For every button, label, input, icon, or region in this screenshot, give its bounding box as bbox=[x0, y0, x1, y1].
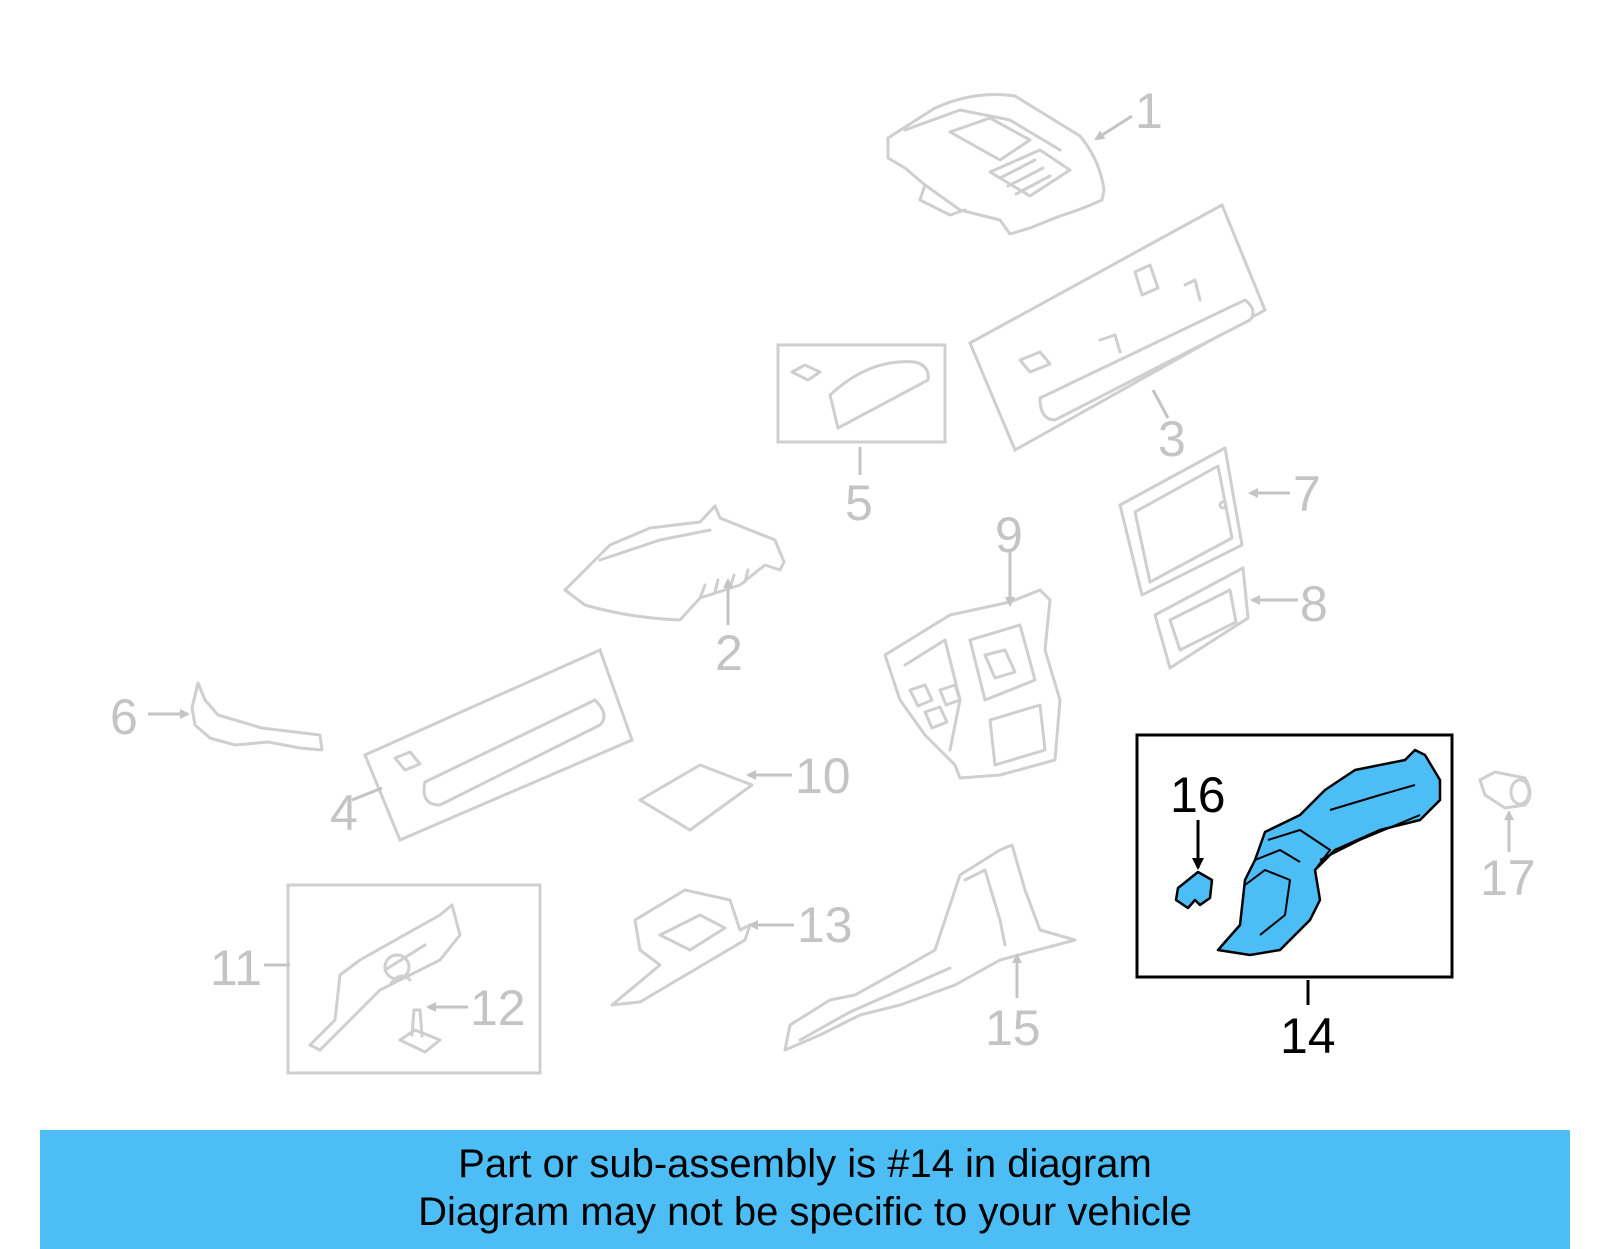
parts-diagram: 1 2 3 4 5 6 7 8 9 10 11 12 13 14 15 16 1… bbox=[110, 83, 1536, 1075]
part-2-lower-dash-panel[interactable] bbox=[563, 504, 786, 622]
callout-16: 16 bbox=[1170, 767, 1226, 823]
part-15-side-trim[interactable] bbox=[783, 843, 1077, 1052]
callout-6: 6 bbox=[110, 689, 138, 745]
info-banner: Part or sub-assembly is #14 in diagram D… bbox=[40, 1130, 1570, 1249]
callout-11: 11 bbox=[210, 940, 262, 996]
part-17-plug[interactable] bbox=[1478, 770, 1532, 810]
part-7-frame[interactable] bbox=[1118, 446, 1244, 597]
leader-lines bbox=[148, 114, 1514, 1012]
part-11-glove-panel[interactable] bbox=[286, 883, 542, 1075]
part-6-bracket[interactable] bbox=[190, 681, 324, 752]
part-10-pad[interactable] bbox=[638, 763, 754, 832]
part-14-console-side-panel[interactable] bbox=[1216, 748, 1442, 957]
part-9-console-frame[interactable] bbox=[883, 588, 1062, 780]
callout-5: 5 bbox=[845, 475, 873, 531]
callout-13: 13 bbox=[797, 897, 853, 953]
callout-15: 15 bbox=[985, 1000, 1041, 1056]
callout-labels: 1 2 3 4 5 6 7 8 9 10 11 12 13 14 15 16 1… bbox=[110, 83, 1536, 1064]
part-8-small-frame[interactable] bbox=[1153, 566, 1250, 670]
banner-disclaimer: Diagram may not be specific to your vehi… bbox=[418, 1190, 1192, 1234]
callout-3: 3 bbox=[1158, 411, 1186, 467]
part-1-dash-vent-panel[interactable] bbox=[886, 93, 1106, 236]
callout-10: 10 bbox=[795, 748, 851, 804]
part-4-lower-trim-panel[interactable] bbox=[363, 647, 634, 842]
callout-1: 1 bbox=[1135, 83, 1163, 139]
callout-9: 9 bbox=[995, 507, 1023, 563]
part-12-clip[interactable] bbox=[398, 1008, 442, 1054]
banner-part-note: Part or sub-assembly is #14 in diagram bbox=[458, 1142, 1152, 1186]
part-16-clip[interactable] bbox=[1174, 870, 1214, 910]
part-5-cover[interactable] bbox=[776, 343, 947, 444]
callout-17: 17 bbox=[1480, 850, 1536, 906]
callout-2: 2 bbox=[715, 625, 743, 681]
callout-14: 14 bbox=[1280, 1008, 1336, 1064]
part-13-glove-box[interactable] bbox=[610, 888, 752, 1007]
callout-12: 12 bbox=[470, 980, 526, 1036]
callout-7: 7 bbox=[1293, 466, 1321, 522]
callout-4: 4 bbox=[330, 785, 358, 841]
part-3-dash-trim-panel[interactable] bbox=[968, 202, 1267, 453]
callout-8: 8 bbox=[1300, 576, 1328, 632]
part-14-box bbox=[1135, 733, 1454, 979]
